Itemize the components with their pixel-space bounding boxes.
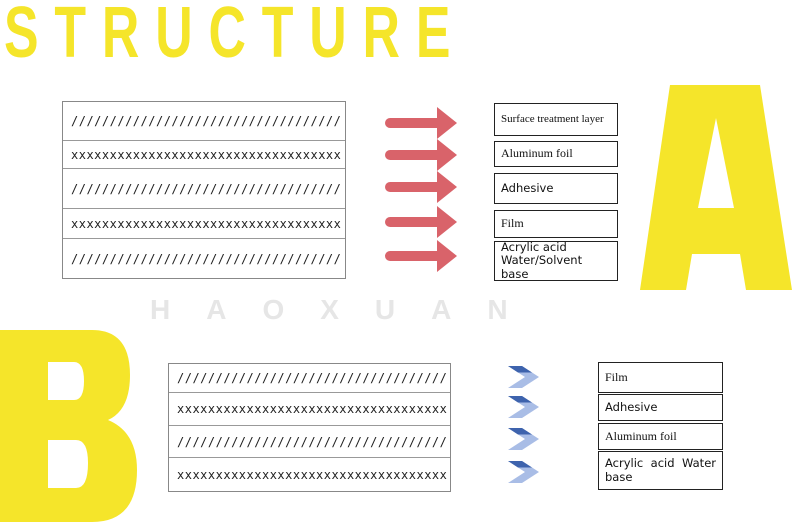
label-aluminum-foil-b: Aluminum foil	[598, 423, 723, 450]
label-acrylic-acid: Acrylic acid Water/Solvent base	[494, 241, 618, 281]
layer-row: ///////////////////////////////////	[169, 426, 450, 458]
chevron-right-icon	[508, 366, 539, 388]
arrow-right-icon	[385, 240, 457, 272]
section-b-letter	[0, 330, 137, 522]
layer-row: xxxxxxxxxxxxxxxxxxxxxxxxxxxxxxxxxxx	[63, 209, 345, 239]
chevrons-b	[508, 366, 539, 483]
chevron-right-icon	[508, 396, 539, 418]
layer-row: ///////////////////////////////////	[71, 251, 342, 266]
arrows-a	[385, 107, 457, 272]
layer-stack-b: /////////////////////////////////// xxxx…	[168, 363, 451, 492]
layer-row: ///////////////////////////////////	[169, 364, 450, 393]
arrow-right-icon	[385, 139, 457, 171]
label-surface-treatment: Surface treatment layer	[494, 103, 618, 136]
layer-row: xxxxxxxxxxxxxxxxxxxxxxxxxxxxxxxxxxx	[177, 467, 448, 482]
title: STRUCTURE	[4, 0, 467, 73]
arrow-right-icon	[385, 107, 457, 139]
arrow-right-icon	[385, 171, 457, 203]
section-a-letter	[640, 85, 792, 290]
layer-row: xxxxxxxxxxxxxxxxxxxxxxxxxxxxxxxxxxx	[63, 141, 345, 169]
label-film-b: Film	[598, 362, 723, 393]
layer-row: ///////////////////////////////////	[63, 102, 345, 141]
label-adhesive-b: Adhesive	[598, 394, 723, 421]
chevron-right-icon	[508, 461, 539, 483]
layer-row: xxxxxxxxxxxxxxxxxxxxxxxxxxxxxxxxxxx	[169, 393, 450, 426]
label-film: Film	[494, 210, 618, 238]
arrow-right-icon	[385, 206, 457, 238]
layer-row: ///////////////////////////////////	[63, 169, 345, 209]
label-adhesive: Adhesive	[494, 173, 618, 204]
label-aluminum-foil: Aluminum foil	[494, 141, 618, 167]
layer-stack-a: /////////////////////////////////// xxxx…	[62, 101, 346, 279]
watermark: HAOXUAN	[150, 294, 544, 325]
label-acrylic-acid-b: Acrylic acid Water base	[598, 451, 723, 490]
chevron-right-icon	[508, 428, 539, 450]
